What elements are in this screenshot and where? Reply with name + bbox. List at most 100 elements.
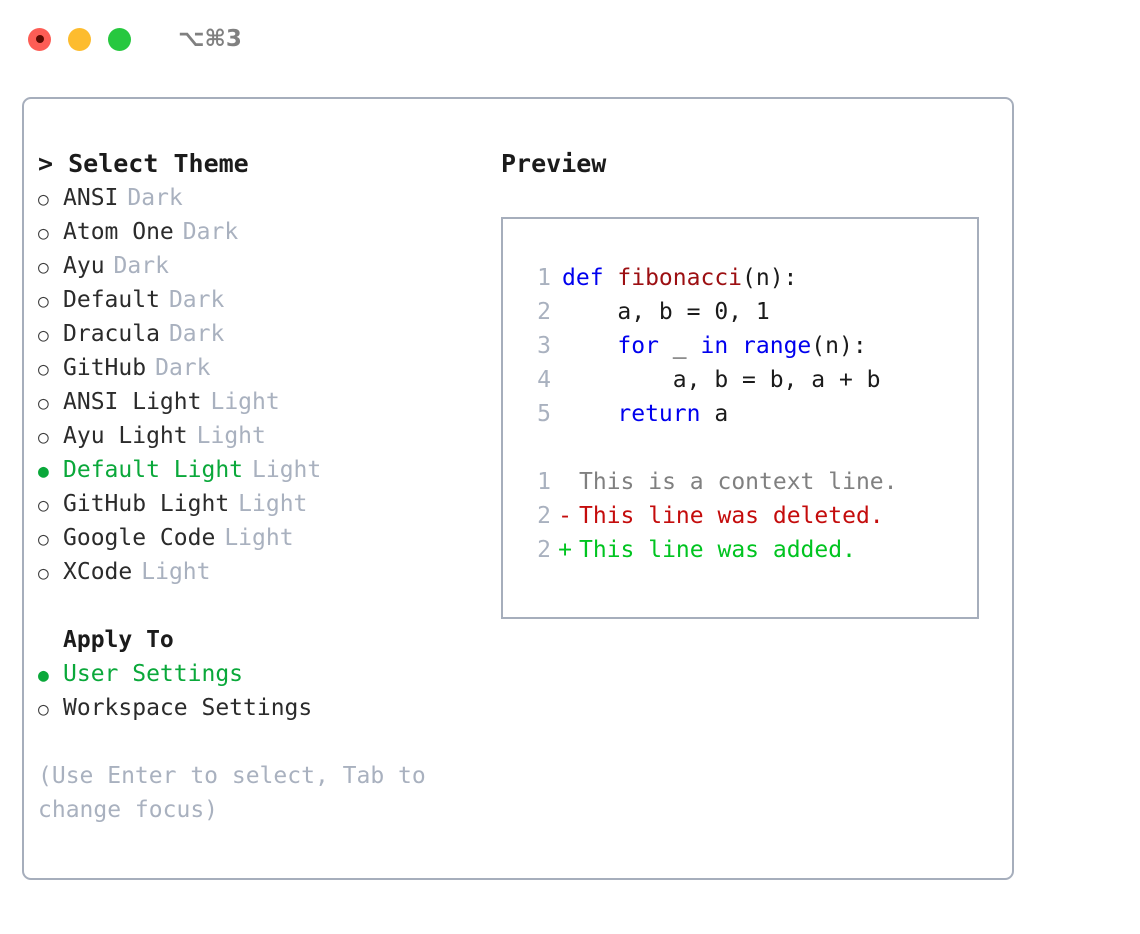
theme-item-label: GitHub Light: [63, 491, 230, 517]
theme-item-label: ANSI Light: [63, 389, 202, 415]
token-kw: in: [700, 333, 729, 359]
radio-selected-icon: ●: [38, 665, 49, 686]
theme-item-variant-badge: Light: [224, 525, 294, 551]
radio-unselected-icon: ○: [38, 427, 49, 448]
theme-item-variant-badge: Light: [210, 389, 280, 415]
list-spacer: [38, 589, 478, 623]
theme-item-variant-badge: Dark: [168, 287, 225, 313]
token-pl: (n):: [742, 265, 798, 291]
apply-to-item-user-settings[interactable]: ● User Settings: [38, 657, 478, 691]
theme-item-xcode[interactable]: ○ XCode Light: [38, 555, 478, 589]
theme-item-ayu-light[interactable]: ○ Ayu Light Light: [38, 419, 478, 453]
keyboard-shortcut-label: ⌥⌘3: [178, 25, 242, 52]
radio-unselected-icon: ○: [38, 699, 49, 720]
apply-to-item-label: Workspace Settings: [63, 695, 313, 721]
code-text: a, b = b, a + b: [551, 363, 881, 397]
theme-item-google-code[interactable]: ○ Google Code Light: [38, 521, 478, 555]
zoom-button[interactable]: [108, 27, 131, 51]
theme-item-variant-badge: Light: [141, 559, 211, 585]
theme-item-label: Default Light: [63, 457, 244, 483]
theme-item-label: Default: [63, 287, 160, 313]
apply-to-item-label: User Settings: [63, 661, 244, 687]
line-number: 2: [537, 299, 551, 325]
theme-item-ayu[interactable]: ○ Ayu Dark: [38, 249, 478, 283]
line-number: 1: [537, 265, 551, 291]
radio-selected-icon: ●: [38, 461, 49, 482]
theme-item-variant-badge: Dark: [113, 253, 169, 279]
theme-item-ansi-light[interactable]: ○ ANSI Light Light: [38, 385, 478, 419]
theme-item-variant-badge: Dark: [155, 355, 211, 381]
keyboard-hint: (Use Enter to select, Tab to change focu…: [38, 763, 426, 823]
token-pl: [562, 401, 617, 427]
line-number: 2: [537, 503, 551, 529]
code-text: for _ in range(n):: [551, 329, 867, 363]
radio-unselected-icon: ○: [38, 291, 49, 312]
token-kw: for: [617, 333, 659, 359]
token-pl: a, b = b, a + b: [562, 367, 881, 393]
select-theme-header: > Select Theme: [38, 149, 249, 178]
apply-to-item-workspace-settings[interactable]: ○ Workspace Settings: [38, 691, 478, 725]
diff-marker-icon: +: [558, 537, 572, 563]
token-pl: a, b = 0, 1: [562, 299, 770, 325]
close-button[interactable]: [28, 27, 51, 51]
diff-text: This line was added.: [579, 537, 856, 563]
diff-text: This line was deleted.: [579, 503, 884, 529]
recording-indicator-icon: [35, 35, 44, 43]
title-bar: ⌥⌘3: [0, 0, 1140, 78]
line-number: 3: [537, 333, 551, 359]
theme-item-variant-badge: Dark: [182, 219, 239, 245]
radio-unselected-icon: ○: [38, 257, 49, 278]
radio-unselected-icon: ○: [38, 393, 49, 414]
theme-item-variant-badge: Dark: [127, 185, 183, 211]
line-number: 1: [537, 469, 551, 495]
token-fn: fibonacci: [617, 265, 743, 291]
preview-header: Preview: [501, 149, 607, 178]
diff-line-context: 1 This is a context line.: [503, 465, 977, 499]
code-line: 2 a, b = 0, 1: [503, 295, 977, 329]
radio-unselected-icon: ○: [38, 359, 49, 380]
theme-item-variant-badge: Light: [196, 423, 266, 449]
token-pl: [728, 333, 742, 359]
theme-item-label: XCode: [63, 559, 133, 585]
diff-text: This is a context line.: [579, 469, 898, 495]
theme-item-label: Google Code: [63, 525, 216, 551]
radio-unselected-icon: ○: [38, 529, 49, 550]
minimize-button[interactable]: [68, 27, 91, 51]
theme-item-label: Ayu Light: [63, 423, 188, 449]
token-pl: (n):: [811, 333, 867, 359]
theme-item-default[interactable]: ○ Default Dark: [38, 283, 478, 317]
radio-unselected-icon: ○: [38, 495, 49, 516]
window-controls: [28, 27, 131, 51]
line-number: 2: [537, 537, 551, 563]
theme-item-label: ANSI: [63, 185, 119, 211]
token-pl: _: [658, 333, 701, 359]
radio-unselected-icon: ○: [38, 563, 49, 584]
theme-item-atom-one[interactable]: ○ Atom One Dark: [38, 215, 478, 249]
theme-item-variant-badge: Dark: [168, 321, 225, 347]
apply-to-list[interactable]: ● User Settings ○ Workspace Settings: [38, 657, 478, 725]
theme-item-label: Ayu: [63, 253, 105, 279]
diff-block: 1 This is a context line.2-This line was…: [503, 465, 977, 567]
token-kw: range: [742, 333, 812, 359]
token-pl: [562, 333, 617, 359]
theme-item-label: Atom One: [63, 219, 174, 245]
radio-unselected-icon: ○: [38, 223, 49, 244]
theme-item-label: Dracula: [63, 321, 160, 347]
code-line: 3 for _ in range(n):: [503, 329, 977, 363]
code-diff-gap: [503, 431, 977, 465]
code-text: a, b = 0, 1: [551, 295, 770, 329]
code-text: return a: [551, 397, 728, 431]
code-text: def fibonacci(n):: [551, 261, 797, 295]
